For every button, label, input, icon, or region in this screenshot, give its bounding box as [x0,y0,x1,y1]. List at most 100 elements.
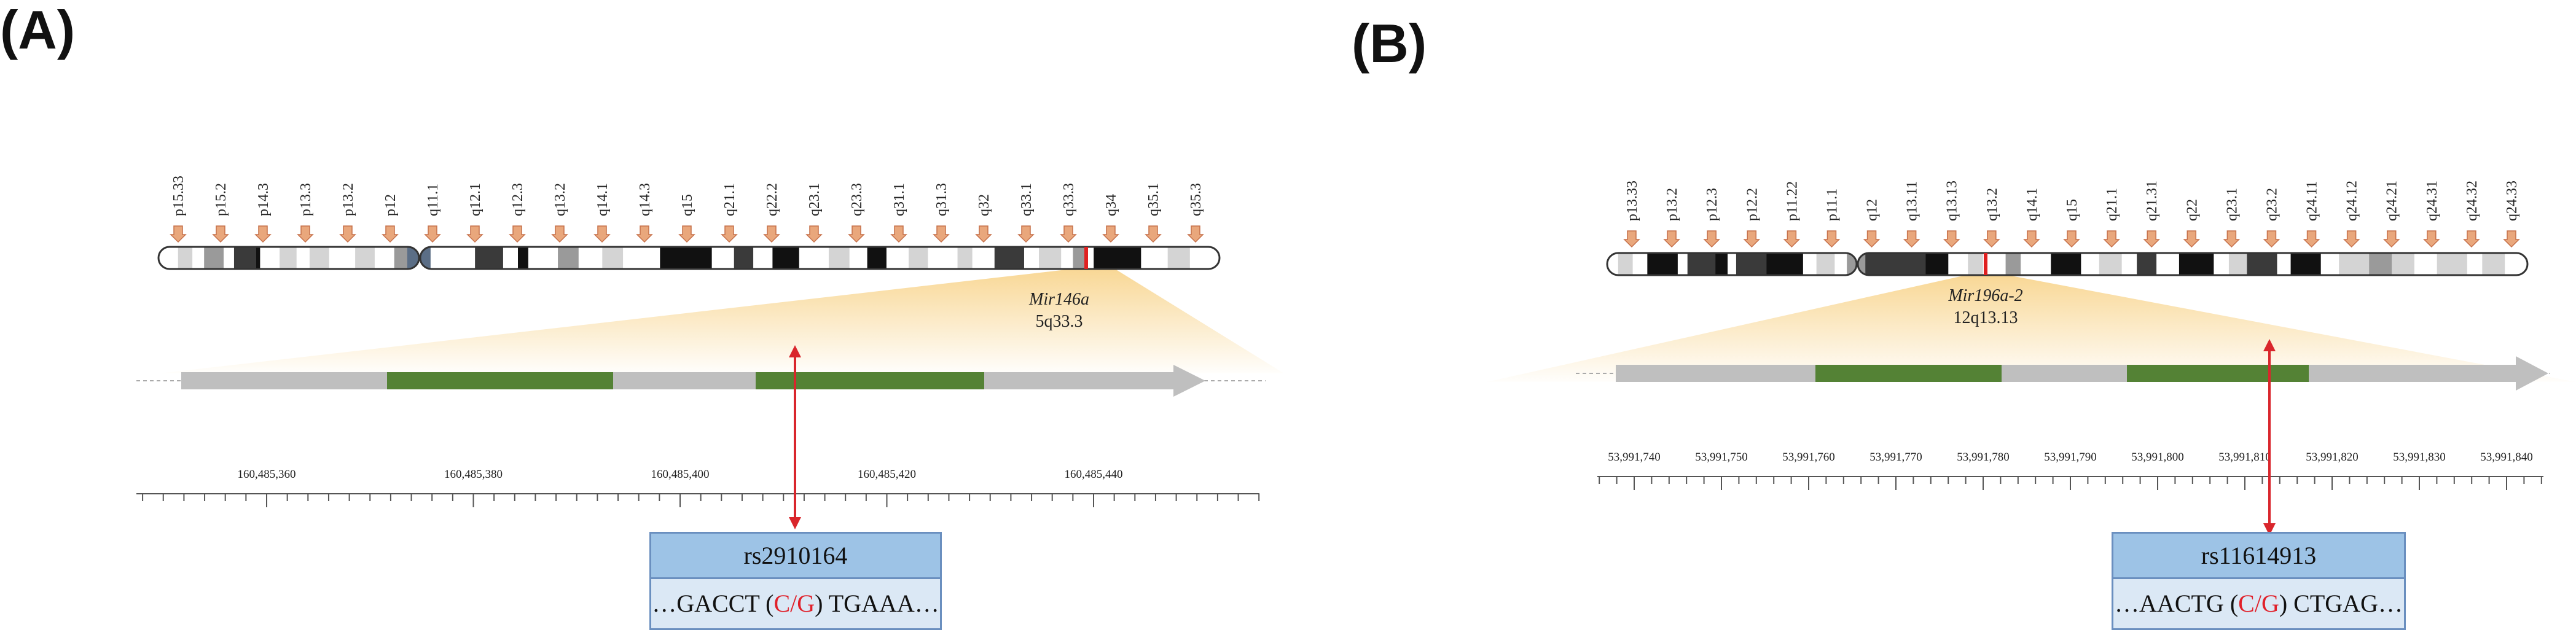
band-arrow-icon [848,225,865,243]
band-label: q35.1 [1146,183,1162,216]
ruler-tick-label: 53,991,810 [2218,451,2271,464]
band-arrow-icon [1663,230,1680,248]
band-label: q11.1 [425,184,441,216]
band-label: p11.1 [1824,189,1840,221]
track-arrowhead-b [2516,356,2548,391]
band-arrow-icon [1823,230,1841,248]
panel-label-a: (A) [0,0,76,60]
band-arrow-icon [1743,230,1761,248]
chromosome-band [1948,253,1968,275]
chromosome-band [2179,253,2214,275]
ruler-tick-label: 53,991,750 [1695,451,1748,464]
chromosome-band [734,247,754,269]
ruler-tick-label: 53,991,770 [1869,451,1922,464]
band-arrow-icon [933,225,950,243]
snp-box-a: rs2910164 …GACCT (C/G) TGAAA… [649,532,942,630]
band-arrow-icon [551,225,568,243]
chromosome-band [1167,247,1191,269]
band-arrow-icon [1983,230,2000,248]
allele-1-a: C [773,590,791,617]
band-arrow-icon [1703,230,1720,248]
band-arrow-icon [2063,230,2080,248]
band-arrow-icon [382,225,399,243]
chromosome-band [296,247,310,269]
chromosome-band [1087,247,1094,269]
panel-label-b: (B) [1352,13,1427,74]
band-label: q12.3 [510,183,526,216]
chromosome-band [886,247,909,269]
chromosome-band [928,247,958,269]
band-label: q31.3 [934,183,950,216]
coordinate-ruler-b: 53,991,740 53,991,750 53,991,760 53,991,770… [1597,451,2543,490]
band-arrow-icon [509,225,526,243]
band-label: q23.1 [2224,188,2240,221]
ruler-tick-label: 53,991,760 [1782,451,1835,464]
ruler-tick-label: 160,485,420 [858,468,916,481]
snp-sequence-b: …AACTG (C/G) CTGAG… [2113,579,2404,628]
chromosome-band [2005,253,2021,275]
chromosome-band [329,247,356,269]
band-arrow-icon [2423,230,2440,248]
chromosome-band [1607,253,1619,275]
chromosome-band [1847,253,1857,275]
chromosome-band [772,247,800,269]
ruler-tick-label: 53,991,840 [2480,451,2533,464]
chromosome-band [224,247,235,269]
band-arrow-icon [2463,230,2480,248]
chromosome-band [2099,253,2123,275]
exon-b-1 [1815,365,2002,382]
band-label: p13.33 [1624,181,1640,221]
ruler-tick-label: 53,991,820 [2306,451,2359,464]
chromosome-band [660,247,713,269]
chromosome-band [2021,253,2051,275]
chromosome-band [2156,253,2180,275]
chromosome-band [2121,253,2137,275]
band-arrow-icon [1863,230,1881,248]
band-label: q22 [2184,199,2200,221]
chromosome-band [828,247,850,269]
band-arrow-icon [424,225,441,243]
band-label: q31.1 [891,183,907,216]
chromosome-band [2290,253,2322,275]
ruler-tick-label: 160,485,360 [238,468,296,481]
band-arrow-icon [1623,230,1640,248]
band-arrow-icon [2343,230,2360,248]
chromosome-band [256,247,260,269]
chromosome-band [578,247,603,269]
gene-name-a: Mir146a [1028,290,1089,309]
chromosome-band [1715,253,1728,275]
chromosome-band [909,247,928,269]
band-arrow-icon [2023,230,2040,248]
chromosome-band [558,247,579,269]
chromosome-band [2437,253,2468,275]
band-label: q32 [976,194,992,216]
chromosome-band [518,247,529,269]
chromosome-q-arm-outline [419,246,1221,270]
chromosome-p-arm-outline [1606,252,1858,276]
chromosome-band [2414,253,2438,275]
chromosome-band [1094,247,1141,269]
gene-position-marker [1084,247,1088,269]
chromosome-band [420,247,431,269]
chromosome-band [1728,253,1737,275]
ruler-tick-label: 53,991,740 [1608,451,1661,464]
chromosome-p-arm-outline [157,246,420,270]
band-arrow-icon [2382,230,2400,248]
chromosome-band [1647,253,1678,275]
band-arrow-icon [636,225,653,243]
band-arrow-icon [1903,230,1920,248]
band-arrow-icon [2143,230,2160,248]
chromosome-band [1024,247,1039,269]
chromosome-band [711,247,735,269]
band-arrow-icon [212,225,229,243]
band-label: q23.3 [849,183,865,216]
band-arrow-icon [1102,225,1119,243]
band-label: q12.1 [468,183,483,216]
chromosome-band [374,247,395,269]
band-label: q34 [1103,194,1119,216]
band-label: p13.2 [1664,188,1680,221]
band-label: q14.3 [637,183,653,216]
